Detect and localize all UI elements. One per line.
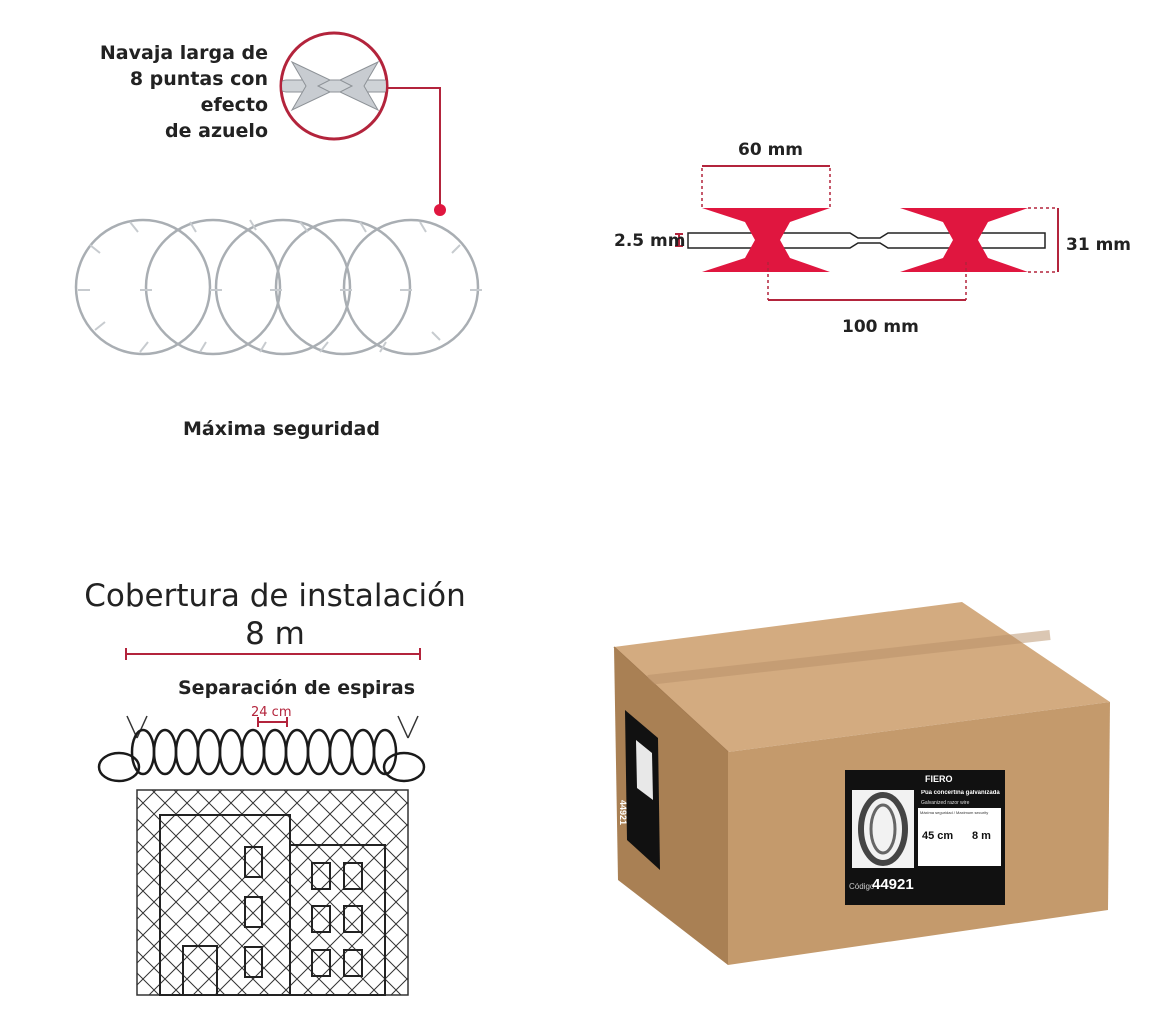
box-code-label: Código <box>849 882 875 891</box>
dim-bottom-label: 100 mm <box>842 317 919 337</box>
coverage-title: Cobertura de instalación <box>84 578 466 614</box>
callout-line-1: Navaja larga de <box>99 42 268 64</box>
box-tagline: Máxima seguridad / Maximum security <box>920 810 989 815</box>
dim-right-label: 31 mm <box>1066 235 1132 255</box>
callout-line-2: 8 puntas con efecto <box>129 68 268 116</box>
coverage-length: 8 m <box>245 616 305 652</box>
spacing-value: 24 cm <box>251 705 292 720</box>
dim-top-label: 60 mm <box>738 140 804 160</box>
box-side-code: 44921 <box>618 800 628 826</box>
box-size: 45 cm <box>922 830 954 842</box>
box-product-es: Púa concertina galvanizada <box>921 790 1000 796</box>
dim-left-label: 2.5 mm <box>614 231 686 251</box>
box-product-en: Galvanized razor wire <box>921 800 970 806</box>
coil-caption: Máxima seguridad <box>183 418 380 440</box>
spacing-title: Separación de espiras <box>178 677 416 699</box>
box-length: 8 m <box>972 830 991 842</box>
box-code: 44921 <box>872 876 914 893</box>
box-brand: FIERO <box>925 774 953 784</box>
razor-callout-text: Navaja larga de 8 puntas con efecto de a… <box>60 40 268 144</box>
callout-line-3: de azuelo <box>165 120 268 142</box>
